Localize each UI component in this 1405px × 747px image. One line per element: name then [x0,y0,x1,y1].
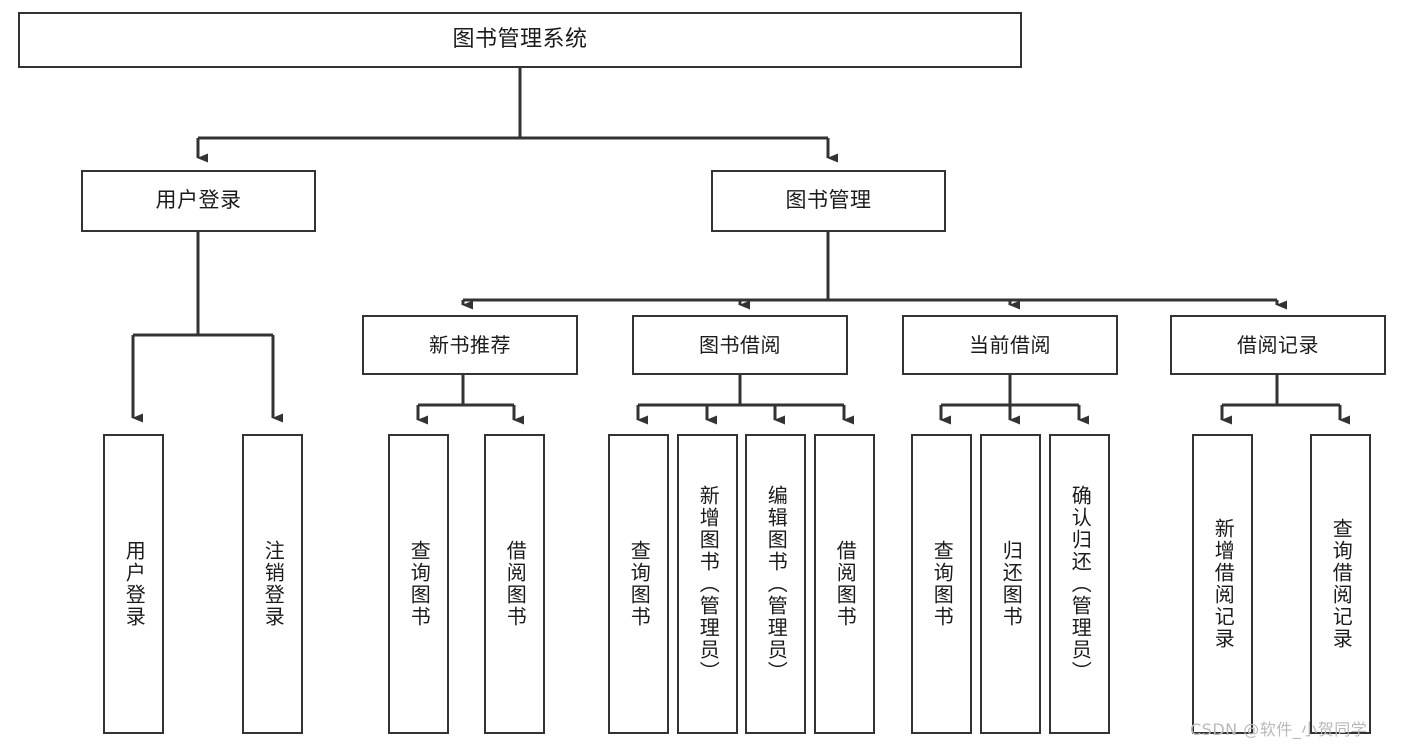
leaf-label: 用户登录 [122,540,147,628]
leaf-label: 借阅图书 [833,540,858,628]
leaf-book-borrow-4[interactable]: 借阅图书 [814,434,875,734]
leaf-current-borrow-3[interactable]: 确认归还（管理员） [1049,434,1110,734]
leaf-book-borrow-3[interactable]: 编辑图书（管理员） [745,434,806,734]
node-new-book-rec-label: 新书推荐 [429,333,511,357]
leaf-label: 注销登录 [261,540,286,628]
leaf-new-book-rec-1[interactable]: 查询图书 [388,434,449,734]
node-current-borrow-label: 当前借阅 [969,333,1051,357]
node-user-login-label: 用户登录 [155,188,242,213]
node-book-manage[interactable]: 图书管理 [711,170,946,232]
leaf-book-borrow-2[interactable]: 新增图书（管理员） [677,434,738,734]
leaf-book-borrow-1[interactable]: 查询图书 [608,434,669,734]
node-borrow-record[interactable]: 借阅记录 [1170,315,1386,375]
node-new-book-rec[interactable]: 新书推荐 [362,315,578,375]
node-current-borrow[interactable]: 当前借阅 [902,315,1118,375]
leaf-user-login-1[interactable]: 用户登录 [103,434,164,734]
leaf-label: 确认归还（管理员） [1068,485,1093,683]
leaf-current-borrow-1[interactable]: 查询图书 [911,434,972,734]
leaf-label: 查询图书 [930,540,955,628]
leaf-label: 编辑图书（管理员） [764,485,789,683]
leaf-label: 新增图书（管理员） [696,485,721,683]
leaf-label: 借阅图书 [503,540,528,628]
node-root-label: 图书管理系统 [452,26,588,52]
leaf-label: 查询图书 [627,540,652,628]
leaf-label: 新增借阅记录 [1211,518,1236,650]
leaf-borrow-record-1[interactable]: 新增借阅记录 [1192,434,1253,734]
leaf-new-book-rec-2[interactable]: 借阅图书 [484,434,545,734]
leaf-borrow-record-2[interactable]: 查询借阅记录 [1310,434,1371,734]
node-root[interactable]: 图书管理系统 [18,12,1022,68]
leaf-current-borrow-2[interactable]: 归还图书 [980,434,1041,734]
node-user-login[interactable]: 用户登录 [81,170,316,232]
node-book-manage-label: 图书管理 [785,188,872,213]
leaf-label: 查询借阅记录 [1329,518,1354,650]
node-book-borrow[interactable]: 图书借阅 [632,315,848,375]
leaf-user-login-2[interactable]: 注销登录 [242,434,303,734]
leaf-label: 归还图书 [999,540,1024,628]
node-book-borrow-label: 图书借阅 [699,333,781,357]
leaf-label: 查询图书 [407,540,432,628]
node-borrow-record-label: 借阅记录 [1237,333,1319,357]
